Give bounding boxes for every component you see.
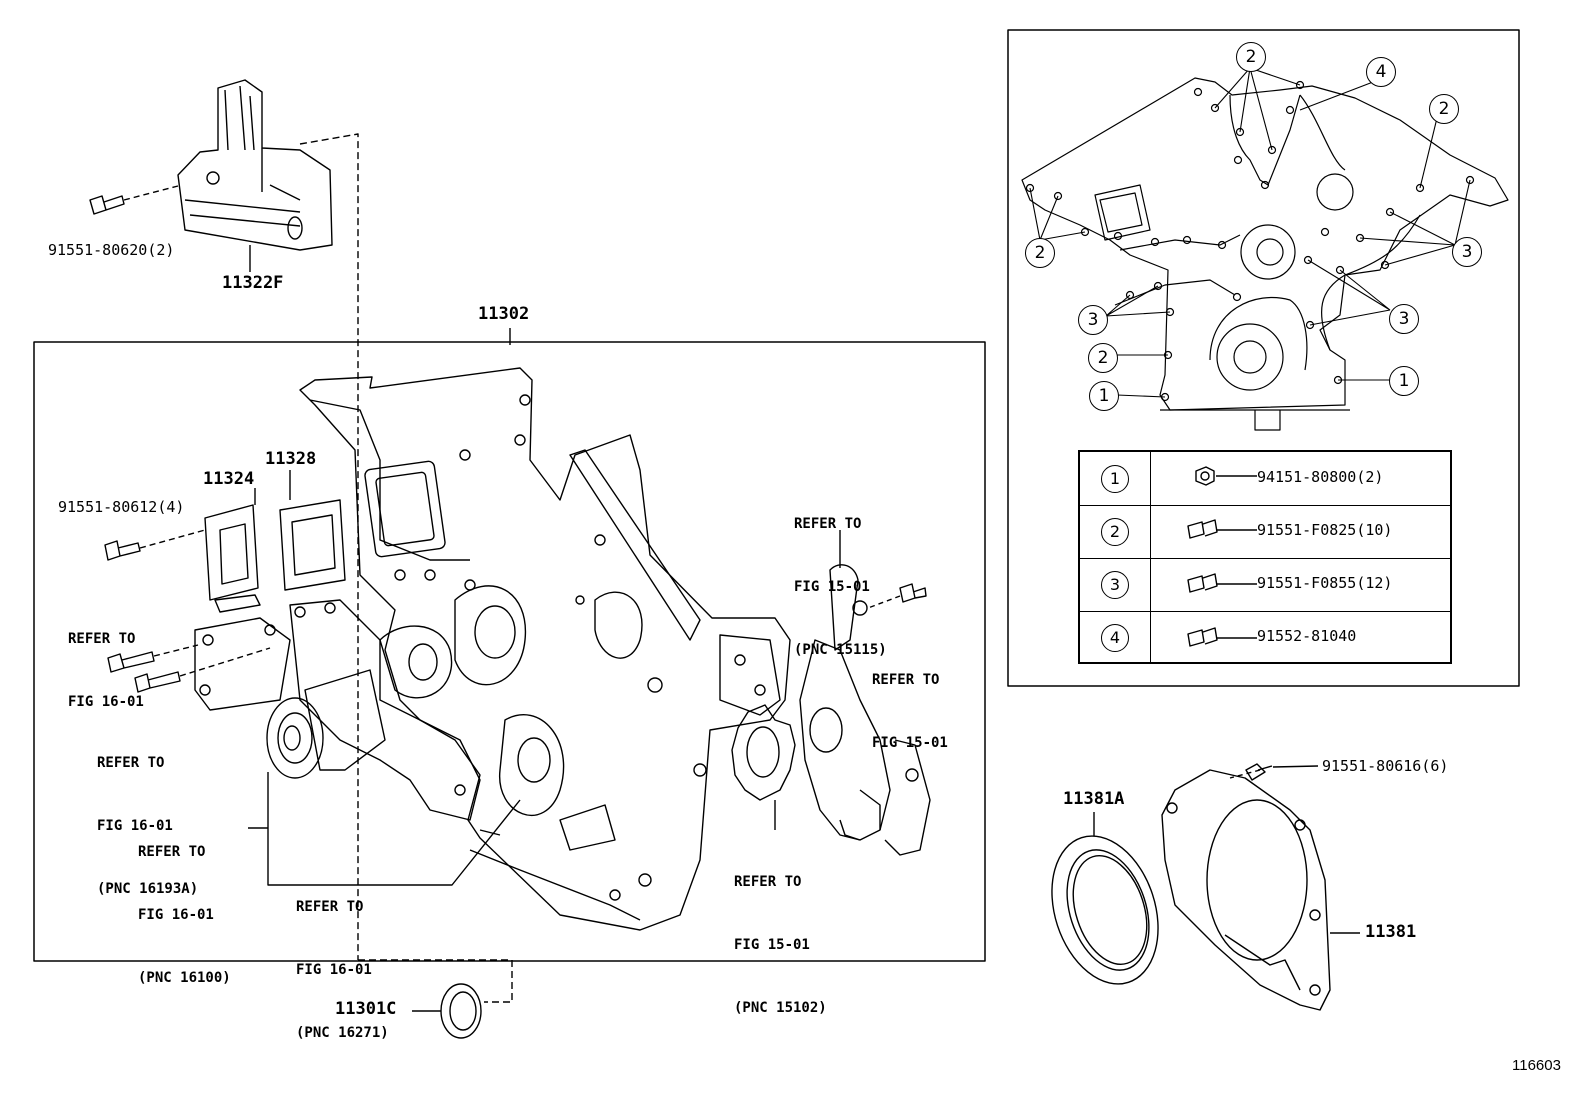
legend-number-cell: 1 [1080,452,1151,505]
ref-line: (PNC 16271) [296,1025,389,1041]
legend-number: 2 [1101,517,1129,546]
refer-fig-15-01-pnc-15102[interactable]: REFER TO FIG 15-01 (PNC 15102) [734,830,827,1061]
part-label-91551-80612[interactable]: 91551-80612(4) [58,498,185,516]
refer-fig-16-01-pnc-16271[interactable]: REFER TO FIG 16-01 (PNC 16271) [296,855,389,1086]
ref-line: FIG 16-01 [97,818,173,834]
legend-part-number: 91551-F0855(12) [1257,574,1393,592]
ref-line: REFER TO [734,874,802,890]
oil-seal-11381a-drawing [1051,812,1159,985]
refer-fig-16-01-a[interactable]: REFER TO FIG 16-01 [68,587,144,755]
inset-cover-outline [1021,77,1509,431]
part-label-91551-80620[interactable]: 91551-80620(2) [48,241,175,259]
callout-2: 2 [1236,42,1266,72]
legend-number: 4 [1101,623,1129,652]
legend-number: 3 [1101,570,1129,599]
bolt-legend-table: 1 94151-80800(2) 2 91551-F0825(10) 3 915… [1078,450,1452,664]
legend-number-cell: 2 [1080,505,1151,558]
legend-part-number: 94151-80800(2) [1257,468,1384,486]
callout-3: 3 [1452,237,1482,267]
ref-line: (PNC 16193A) [97,881,199,897]
legend-row[interactable]: 3 91551-F0855(12) [1080,558,1450,612]
gasket-11324-drawing [204,504,261,613]
ref-line: REFER TO [794,516,862,532]
refer-fig-16-01-pnc-16100[interactable]: REFER TO FIG 16-01 (PNC 16100) [138,800,231,1031]
part-label-11381a[interactable]: 11381A [1063,789,1125,809]
gasket-11328-drawing [279,499,346,591]
callout-3: 3 [1078,305,1108,335]
refer-fig-16-01-pnc-16193a[interactable]: REFER TO FIG 16-01 (PNC 16193A) [97,711,198,942]
callout-3: 3 [1389,304,1419,334]
legend-number-cell: 3 [1080,558,1151,611]
legend-icons [1187,466,1257,647]
illustration-id: 116603 [1512,1057,1561,1074]
ref-line: FIG 16-01 [138,907,214,923]
timing-chain-cover-drawing [299,367,791,931]
callout-2: 2 [1429,94,1459,124]
ref-line: REFER TO [97,755,165,771]
part-label-11322f[interactable]: 11322F [222,273,284,293]
callout-1: 1 [1389,366,1419,396]
rear-seal-retainer-11381-drawing [1161,769,1360,1011]
part-label-91551-80616[interactable]: 91551-80616(6) [1322,757,1449,775]
oil-seal-11301c-drawing [412,983,482,1039]
bolt-91551-80620-drawing [89,195,125,215]
part-label-11302[interactable]: 11302 [478,304,530,324]
legend-number-cell: 4 [1080,611,1151,664]
part-label-11301c[interactable]: 11301C [335,999,397,1019]
legend-row[interactable]: 2 91551-F0825(10) [1080,505,1450,559]
water-pump-drawing [194,599,481,821]
ref-line: FIG 15-01 [872,735,948,751]
callout-2: 2 [1025,238,1055,268]
part-label-11381[interactable]: 11381 [1365,922,1417,942]
inset-bolt-map-frame [1007,29,1520,687]
part-label-11328[interactable]: 11328 [265,449,317,469]
callout-1: 1 [1089,381,1119,411]
ref-line: REFER TO [68,631,136,647]
ref-line: FIG 15-01 [734,937,810,953]
refer-fig-15-01[interactable]: REFER TO FIG 15-01 [872,628,948,796]
ref-line: REFER TO [138,844,206,860]
ref-line: REFER TO [296,899,364,915]
legend-part-number: 91552-81040 [1257,627,1357,645]
ref-line: (PNC 15102) [734,1000,827,1016]
legend-number: 1 [1101,464,1129,493]
ref-line: FIG 15-01 [794,579,870,595]
oil-pump-drawing [731,564,931,856]
ref-line: REFER TO [872,672,940,688]
ref-line: FIG 16-01 [68,694,144,710]
inset-leader-lines [1029,67,1471,398]
legend-row[interactable]: 1 94151-80800(2) [1080,452,1450,506]
legend-part-number: 91551-F0825(10) [1257,521,1393,539]
callout-2: 2 [1088,343,1118,373]
refer-fig-15-01-pnc-15115[interactable]: REFER TO FIG 15-01 (PNC 15115) [794,472,887,703]
ref-line: FIG 16-01 [296,962,372,978]
ref-line: (PNC 16100) [138,970,231,986]
callout-4: 4 [1366,57,1396,87]
part-label-11324[interactable]: 11324 [203,469,255,489]
bracket-11322f-drawing [177,79,333,251]
ref-line: (PNC 15115) [794,642,887,658]
legend-row[interactable]: 4 91552-81040 [1080,611,1450,664]
